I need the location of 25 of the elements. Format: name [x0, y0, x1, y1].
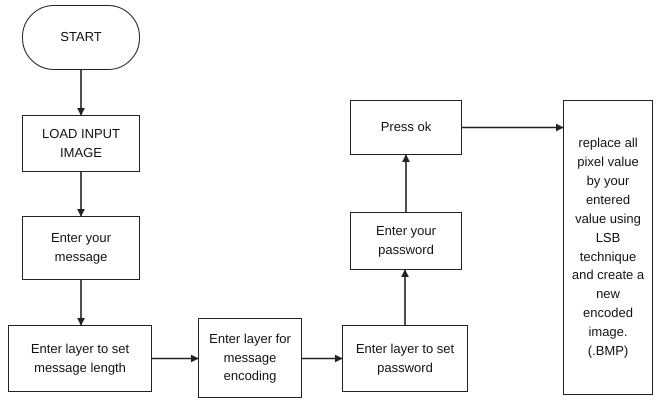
process-box	[22, 216, 140, 280]
process-box	[350, 100, 462, 155]
process-box	[563, 100, 653, 395]
arrow	[302, 354, 343, 362]
process-box	[342, 325, 468, 392]
arrow	[402, 154, 410, 212]
node-text: Enter layer to set password	[354, 340, 456, 377]
node-text: Press ok	[380, 118, 432, 136]
node-text: START	[60, 28, 102, 46]
node-text: Enter layer for message encoding	[208, 330, 292, 386]
arrow	[77, 280, 85, 326]
node-text: Enter layer to set message length	[30, 340, 130, 377]
process-box	[22, 115, 140, 172]
process-box	[350, 212, 462, 270]
node-text: Enter your message	[50, 229, 112, 266]
process-box	[8, 325, 152, 392]
process-box	[198, 318, 302, 398]
arrow	[401, 269, 409, 325]
arrow	[77, 172, 85, 217]
arrow	[152, 354, 199, 362]
node-text: replace all pixel value by your entered value using LSB technique and create a new encoded image. (.BMP)	[570, 134, 646, 360]
node-text: LOAD INPUT IMAGE	[40, 124, 121, 162]
node-text: Enter your password	[375, 222, 437, 259]
arrow	[77, 70, 85, 116]
arrow	[462, 124, 564, 132]
